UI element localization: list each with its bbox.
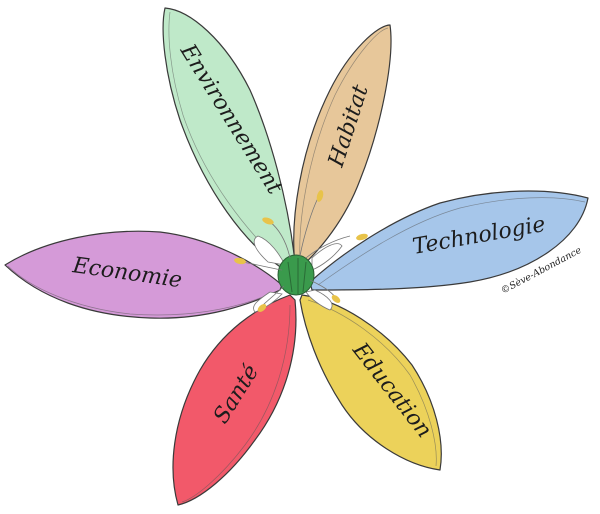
petal-sante: Santé: [172, 294, 297, 506]
stamen-tips: [234, 190, 368, 312]
petal-environnement: Environnement: [162, 7, 296, 271]
petal-technologie: Technologie: [309, 190, 589, 291]
flower-center: [234, 190, 368, 313]
petal-education: Education: [299, 294, 442, 471]
petal-technologie-shape: [309, 190, 589, 291]
petal-environnement-shape: [162, 7, 296, 271]
petal-habitat-shape: [293, 24, 392, 269]
flower-receptacle: [277, 254, 315, 296]
petal-economie: Economie: [4, 230, 283, 319]
petal-sante-shape: [172, 294, 297, 506]
petal-habitat: Habitat: [293, 24, 392, 269]
petal-economie-shape: [4, 230, 283, 319]
petal-education-shape: [299, 294, 442, 471]
